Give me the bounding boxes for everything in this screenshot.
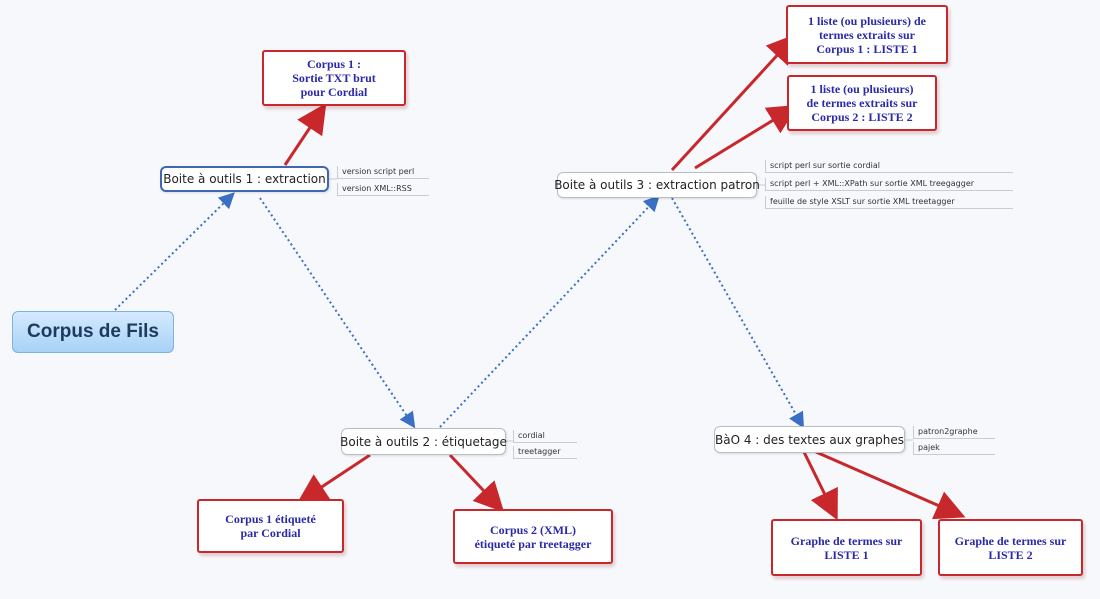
link-t2-to-t3 bbox=[439, 195, 660, 428]
callout-corpus2-tagged[interactable]: Corpus 2 (XML) étiqueté par treetagger bbox=[453, 509, 613, 564]
callout-corpus1-tagged[interactable]: Corpus 1 étiqueté par Cordial bbox=[197, 499, 344, 553]
callout-line: par Cordial bbox=[240, 526, 301, 540]
callout-line: Corpus 1 : bbox=[306, 57, 361, 71]
toolbox-1-sub-item[interactable]: version script perl bbox=[337, 166, 429, 179]
callout-line: LISTE 1 bbox=[824, 547, 869, 562]
root-node[interactable]: Corpus de Fils bbox=[12, 311, 174, 353]
toolbox-4-node[interactable]: BàO 4 : des textes aux graphes bbox=[714, 426, 905, 453]
toolbox-1-label: Boite à outils 1 : extraction bbox=[163, 172, 326, 186]
callout-line: Graphe de termes sur bbox=[790, 533, 903, 548]
toolbox-2-node[interactable]: Boite à outils 2 : étiquetage bbox=[340, 428, 507, 455]
callout-line: Corpus 1 étiqueté bbox=[225, 512, 316, 526]
callout-line: termes extraits sur bbox=[819, 27, 915, 42]
callout-line: pour Cordial bbox=[300, 85, 368, 99]
callout-line: Sortie TXT brut bbox=[292, 71, 376, 85]
callout-liste1[interactable]: 1 liste (ou plusieurs) de termes extrait… bbox=[786, 5, 948, 64]
link-t1-to-t2 bbox=[259, 197, 416, 429]
toolbox-2-sub-item[interactable]: treetagger bbox=[513, 446, 577, 459]
toolbox-3-node[interactable]: Boite à outils 3 : extraction patron bbox=[554, 172, 760, 198]
callout-line: 1 liste (ou plusieurs) de bbox=[807, 13, 926, 28]
root-label: Corpus de Fils bbox=[27, 321, 159, 342]
callout-line: étiqueté par treetagger bbox=[474, 536, 592, 551]
toolbox-3-sub-item[interactable]: script perl sur sortie cordial bbox=[765, 160, 1013, 173]
callout-line: Graphe de termes sur bbox=[954, 533, 1067, 548]
link-root-to-t1 bbox=[114, 192, 235, 311]
callout-line: 1 liste (ou plusieurs) bbox=[810, 82, 914, 96]
callout-graphe-liste1[interactable]: Graphe de termes sur LISTE 1 bbox=[771, 519, 922, 576]
toolbox-3-label: Boite à outils 3 : extraction patron bbox=[554, 178, 760, 192]
callout-line: Corpus 2 (XML) bbox=[490, 522, 576, 537]
link-t2-to-c3 bbox=[448, 453, 505, 513]
callout-liste2[interactable]: 1 liste (ou plusieurs) de termes extrait… bbox=[787, 75, 937, 131]
toolbox-4-sub-item[interactable]: patron2graphe bbox=[913, 426, 995, 439]
toolbox-1-sub-item[interactable]: version XML::RSS bbox=[337, 183, 429, 196]
callout-graphe-liste2[interactable]: Graphe de termes sur LISTE 2 bbox=[938, 519, 1083, 576]
link-t4-to-c7 bbox=[815, 450, 966, 520]
toolbox-2-label: Boite à outils 2 : étiquetage bbox=[340, 434, 507, 449]
toolbox-4-sub-item[interactable]: pajek bbox=[913, 442, 995, 455]
callout-line: LISTE 2 bbox=[988, 547, 1033, 562]
toolbox-1-node[interactable]: Boite à outils 1 : extraction bbox=[160, 166, 329, 192]
toolbox-2-sub-item[interactable]: cordial bbox=[513, 430, 577, 443]
toolbox-4-label: BàO 4 : des textes aux graphes bbox=[715, 432, 904, 447]
link-t3-to-c4 bbox=[670, 33, 798, 172]
callout-line: Corpus 1 : LISTE 1 bbox=[816, 41, 918, 56]
callout-line: Corpus 2 : LISTE 2 bbox=[811, 110, 913, 124]
callout-line: de termes extraits sur bbox=[806, 96, 918, 110]
link-t3-to-c5 bbox=[694, 104, 799, 170]
link-t1-to-c1 bbox=[283, 103, 327, 166]
toolbox-3-sub-item[interactable]: script perl + XML::XPath sur sortie XML … bbox=[765, 178, 1013, 191]
link-t2-to-c2 bbox=[296, 453, 371, 504]
link-t3-to-t4 bbox=[671, 197, 804, 429]
callout-corpus1-txt[interactable]: Corpus 1 : Sortie TXT brut pour Cordial bbox=[262, 50, 406, 106]
toolbox-3-sub-item[interactable]: feuille de style XSLT sur sortie XML tre… bbox=[765, 196, 1013, 209]
link-t4-to-c6 bbox=[802, 451, 838, 521]
